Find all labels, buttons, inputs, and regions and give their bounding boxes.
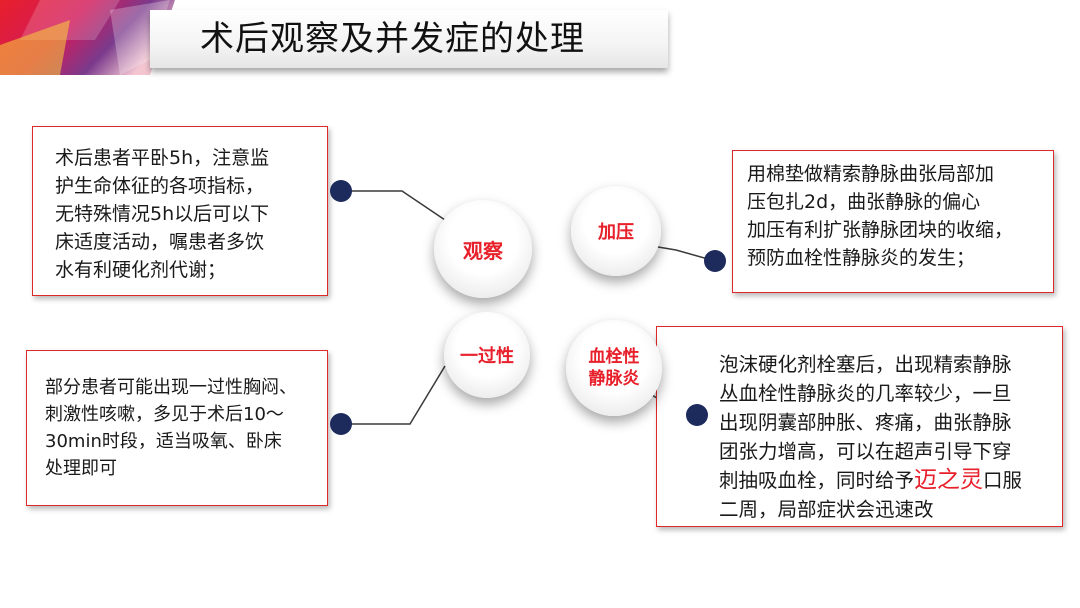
bubble-transient-label: 一过性 [460, 346, 514, 367]
text-postop-observation: 术后患者平卧5h，注意监 护生命体征的各项指标， 无特殊情况5h以后可以下 床适… [55, 147, 270, 281]
bubble-compression: 加压 [571, 186, 661, 276]
text-box-compression: 用棉垫做精索静脉曲张局部加 压包扎2d，曲张静脉的偏心 加压有利扩张静脉团块的收… [732, 150, 1054, 293]
text-box-transient: 部分患者可能出现一过性胸闷、 刺激性咳嗽，多见于术后10～ 30min时段，适当… [26, 350, 328, 506]
connector-dot-top-right [704, 250, 726, 272]
text-box-postop-observation: 术后患者平卧5h，注意监 护生命体征的各项指标， 无特殊情况5h以后可以下 床适… [32, 126, 328, 296]
page-title: 术后观察及并发症的处理 [200, 19, 585, 59]
connector-dot-bottom-right [686, 404, 708, 426]
title-bar [150, 10, 668, 68]
text-thrombophlebitis-part1: 泡沫硬化剂栓塞后，出现精索静脉 丛血栓性静脉炎的几率较少，一旦 出现阴囊部肿胀、… [719, 353, 1012, 492]
text-transient: 部分患者可能出现一过性胸闷、 刺激性咳嗽，多见于术后10～ 30min时段，适当… [45, 377, 297, 479]
bubble-observation: 观察 [434, 200, 532, 298]
drug-name-highlight: 迈之灵 [914, 467, 984, 493]
text-box-thrombophlebitis: 泡沫硬化剂栓塞后，出现精索静脉 丛血栓性静脉炎的几率较少，一旦 出现阴囊部肿胀、… [656, 326, 1063, 527]
text-compression: 用棉垫做精索静脉曲张局部加 压包扎2d，曲张静脉的偏心 加压有利扩张静脉团块的收… [747, 163, 1014, 269]
bubble-compression-label: 加压 [598, 222, 634, 243]
bubble-observation-label: 观察 [463, 238, 503, 263]
bubble-transient: 一过性 [444, 312, 530, 398]
connector-dot-top-left [330, 180, 352, 202]
connector-bottom-left [341, 365, 446, 425]
connector-dot-bottom-left [330, 413, 352, 435]
connector-top-left [341, 190, 449, 223]
bubble-thrombophlebitis: 血栓性 静脉炎 [566, 320, 662, 416]
text-thrombophlebitis: 泡沫硬化剂栓塞后，出现精索静脉 丛血栓性静脉炎的几率较少，一旦 出现阴囊部肿胀、… [719, 350, 1054, 524]
bubble-thrombophlebitis-label: 血栓性 静脉炎 [588, 347, 640, 389]
text-thrombophlebitis-part2: 口服 二周，局部症状会迅速改 [719, 469, 1023, 521]
